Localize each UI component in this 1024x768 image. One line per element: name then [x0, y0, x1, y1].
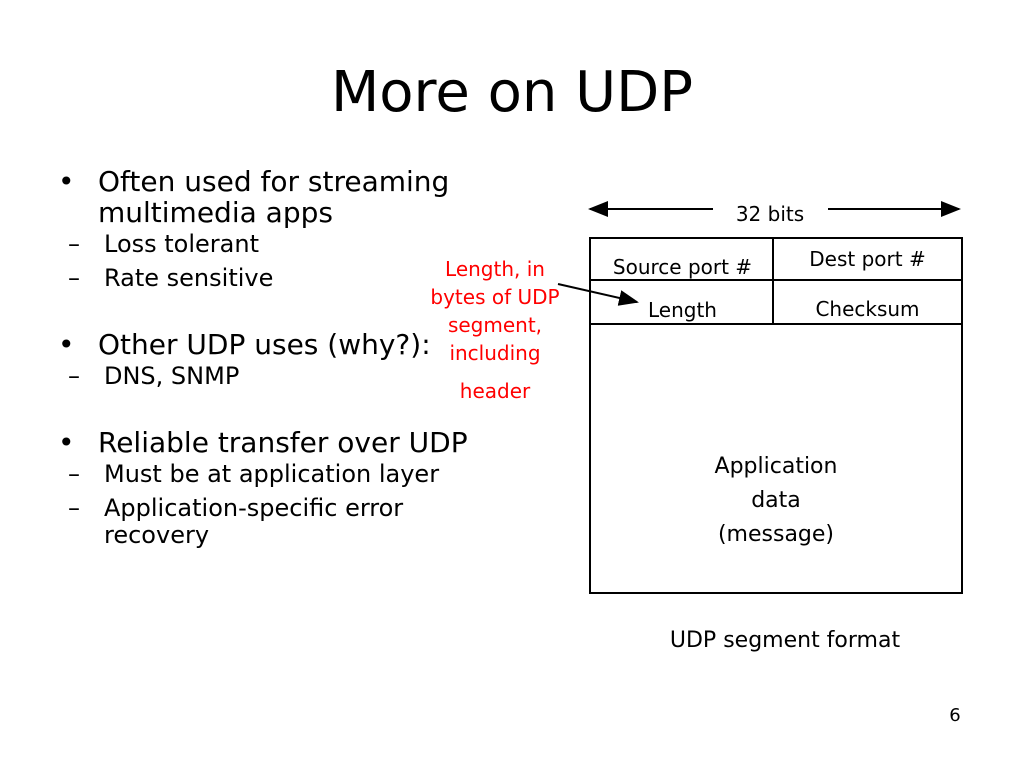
dash-glyph: –	[68, 494, 80, 522]
annotation-line: Length, in	[445, 257, 545, 281]
dash-glyph: –	[68, 264, 80, 292]
bullet-item: • Other UDP uses (why?):	[58, 329, 478, 360]
annotation-line: segment,	[447, 313, 543, 337]
sub-item: – Loss tolerant	[58, 231, 478, 258]
sub-text: Rate sensitive	[104, 264, 274, 292]
dash-glyph: –	[68, 362, 80, 390]
bullet-glyph: •	[58, 328, 75, 361]
source-port-cell: Source port #	[612, 255, 753, 279]
data-line: Application	[714, 454, 838, 479]
annotation-line: bytes of UDP	[430, 285, 560, 309]
bullet-list: • Often used for streaming multimedia ap…	[58, 166, 478, 556]
sub-list: – Loss tolerant – Rate sensitive	[58, 231, 478, 292]
bullet-item: • Often used for streaming multimedia ap…	[58, 166, 478, 228]
bullet-item: • Reliable transfer over UDP	[58, 427, 478, 458]
length-annotation: Length, in bytes of UDP segment, includi…	[405, 255, 585, 405]
dash-glyph: –	[68, 460, 80, 488]
dash-glyph: –	[68, 230, 80, 258]
checksum-cell: Checksum	[815, 297, 920, 321]
sub-text: Must be at application layer	[104, 460, 440, 488]
sub-item: – Application-specific error recovery	[58, 495, 478, 549]
sub-list: – Must be at application layer – Applica…	[58, 461, 478, 549]
bullet-text: Reliable transfer over UDP	[98, 426, 468, 459]
slide-title: More on UDP	[330, 60, 694, 125]
sub-list: – DNS, SNMP	[58, 363, 478, 390]
bullet-text: Often used for streaming multimedia apps	[98, 165, 450, 229]
sub-item: – DNS, SNMP	[58, 363, 478, 390]
sub-text: Loss tolerant	[104, 230, 259, 258]
length-cell: Length	[648, 298, 717, 322]
sub-item: – Must be at application layer	[58, 461, 478, 488]
data-line: (message)	[717, 522, 835, 547]
bullet-text: Other UDP uses (why?):	[98, 328, 431, 361]
sub-item: – Rate sensitive	[58, 265, 478, 292]
annotation-line: including	[449, 341, 541, 365]
annotation-line: header	[459, 379, 531, 403]
sub-text: Application-specific error recovery	[104, 494, 404, 549]
data-line: data	[751, 488, 801, 513]
bits-label: 32 bits	[735, 202, 805, 226]
annotation-arrow	[557, 283, 639, 306]
bullet-glyph: •	[58, 426, 75, 459]
bullet-glyph: •	[58, 165, 75, 198]
segment-box	[589, 237, 963, 594]
dest-port-cell: Dest port #	[809, 247, 926, 271]
page-number: 6	[949, 705, 961, 726]
application-data-cell: Application data (message)	[592, 450, 960, 552]
diagram-caption: UDP segment format	[669, 628, 901, 653]
sub-text: DNS, SNMP	[104, 362, 240, 390]
